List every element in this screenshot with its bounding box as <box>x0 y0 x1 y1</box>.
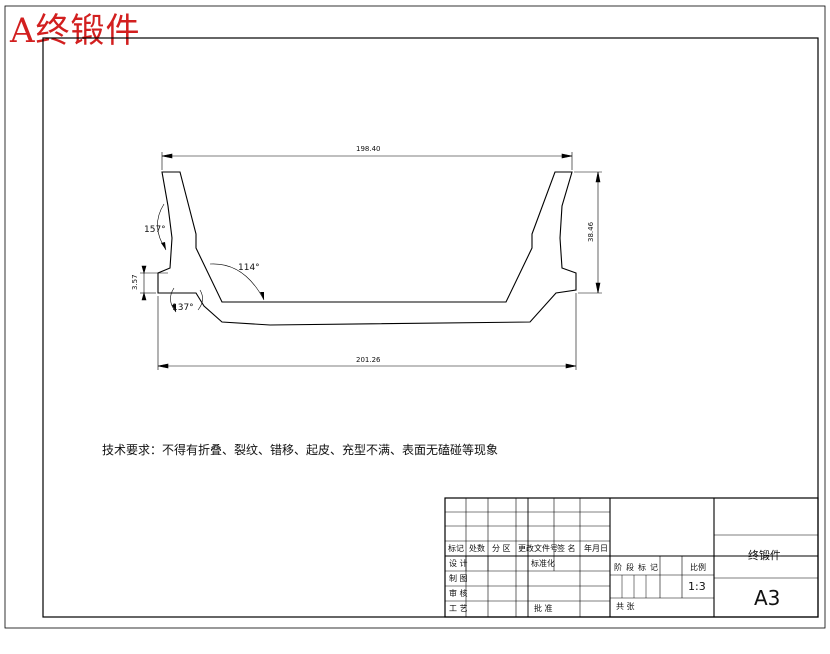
tb-stage-3: 标 <box>638 563 646 572</box>
dim-height <box>574 171 602 294</box>
tb-design-label: 设 计 <box>449 559 468 568</box>
tb-header-count: 处数 <box>469 544 485 553</box>
technical-requirements: 技术要求：不得有折叠、裂纹、错移、起皮、充型不满、表面无磕碰等现象 <box>102 443 499 457</box>
tb-stage-4: 记 <box>650 563 658 572</box>
tb-header-sign: 签 名 <box>557 544 576 553</box>
angle-114-label: 114° <box>238 263 260 273</box>
tb-format: A3 <box>754 586 781 610</box>
angle-157-label: 157° <box>144 225 166 235</box>
dim-step <box>140 265 168 301</box>
title-block-grid <box>444 497 819 618</box>
dim-step-label: 3.57 <box>131 274 139 290</box>
tb-header-mark: 标记 <box>448 544 464 553</box>
angle-137-label: 137° <box>172 303 194 313</box>
dim-top-width-label: 198.40 <box>356 145 381 153</box>
tb-standardize-label: 标准化 <box>531 559 555 568</box>
tb-review-label: 审 核 <box>449 589 468 598</box>
tb-stage-2: 段 <box>626 563 634 572</box>
tb-header-date: 年月日 <box>584 544 608 553</box>
tb-sheets: 共 张 <box>616 602 635 611</box>
tb-approve-label: 批 准 <box>534 604 553 613</box>
angle-arrowheads <box>161 242 264 312</box>
forging-profile <box>157 171 577 326</box>
tb-part-name: 终锻件 <box>748 549 781 562</box>
tb-process-label: 工 艺 <box>449 604 468 613</box>
stamp-title: A终锻件 <box>10 11 141 51</box>
tb-stage-1: 阶 <box>614 563 622 572</box>
dim-top-width <box>161 152 573 170</box>
outer-frame <box>4 5 826 629</box>
tb-header-zone: 分 区 <box>492 544 511 553</box>
tb-header-docno: 更改文件号 <box>518 544 558 553</box>
tb-ratio-value: 1:3 <box>688 580 706 593</box>
inner-frame <box>42 37 819 618</box>
tb-drafting-label: 制 图 <box>449 574 468 583</box>
angle-arcs <box>157 203 265 313</box>
dim-height-label: 38.46 <box>587 221 595 242</box>
tb-ratio-label: 比例 <box>690 563 706 572</box>
dim-bottom-width <box>157 293 577 370</box>
dim-bottom-width-label: 201.26 <box>356 356 381 364</box>
